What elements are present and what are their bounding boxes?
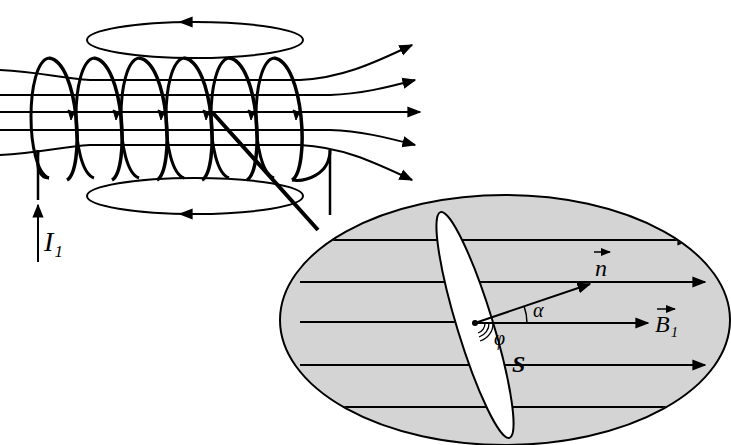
current-arrow xyxy=(37,205,39,262)
symbol-label: n xyxy=(595,256,607,280)
field-arrow xyxy=(180,21,200,23)
lead-wire xyxy=(37,150,40,200)
coil-windings xyxy=(31,58,330,180)
phi-arcs xyxy=(478,323,493,341)
loop-center xyxy=(472,320,478,326)
normal-vector xyxy=(475,284,590,323)
field-arrow xyxy=(180,213,200,215)
current-loop xyxy=(423,207,526,443)
field-loop xyxy=(87,22,303,58)
inset-region xyxy=(280,195,730,445)
symbol-label: B₁ xyxy=(655,312,678,336)
symbol-label: α xyxy=(533,300,544,320)
vector-sign xyxy=(657,308,675,310)
pointer-line xyxy=(212,112,318,230)
field-lines xyxy=(0,45,420,180)
field-loop xyxy=(87,178,303,214)
b-vector xyxy=(475,322,648,324)
symbol-label: φ xyxy=(494,328,505,348)
lead-wire xyxy=(329,150,332,215)
alpha-arc xyxy=(524,306,527,323)
symbol-label: S xyxy=(512,352,525,376)
vector-sign xyxy=(594,251,610,253)
symbol-label: I₁ xyxy=(44,228,63,256)
